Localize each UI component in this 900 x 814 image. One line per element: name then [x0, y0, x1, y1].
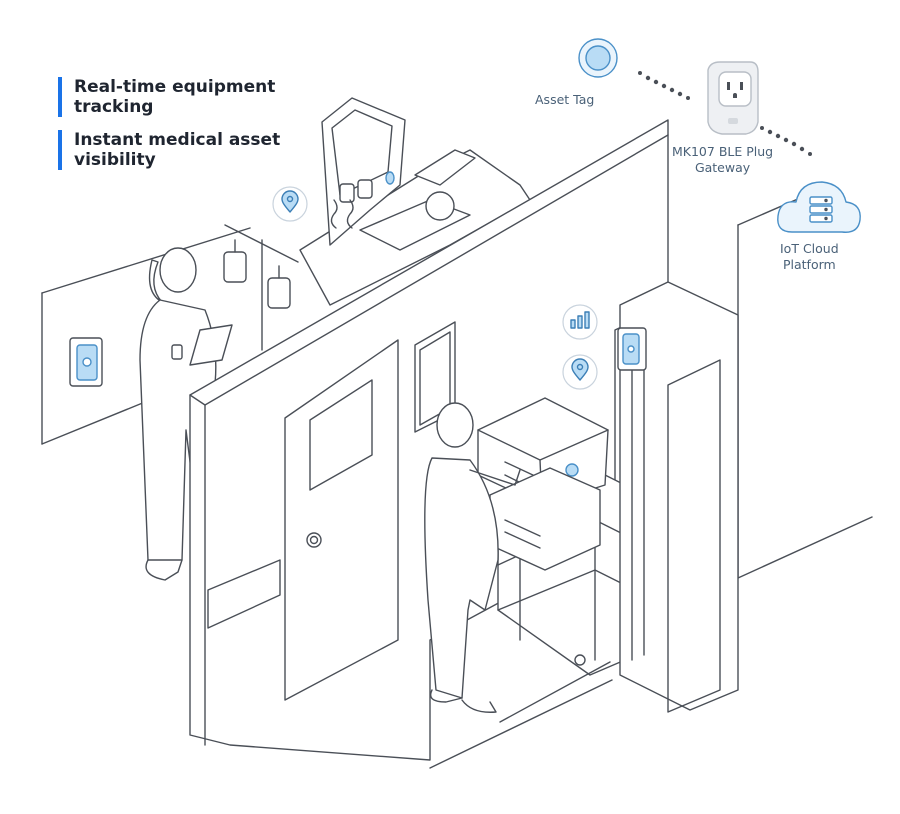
right-wall [737, 184, 873, 579]
floor-lines [429, 661, 613, 769]
asset-tag-label: Asset Tag [535, 92, 594, 108]
asset-tag-label-text: Asset Tag [535, 92, 595, 107]
feature-line: visibility [74, 150, 156, 170]
cloud-label-line: IoT Cloud [780, 241, 839, 256]
patient-head [425, 191, 455, 221]
asset-tag-icon [578, 38, 618, 78]
plug-gateway-icon [617, 327, 647, 371]
gateway-label-line: Gateway [694, 160, 751, 175]
iv-stand [223, 224, 299, 351]
cloud-label: IoT Cloud Platform [780, 241, 839, 273]
gateway-label-line: MK107 BLE Plug [672, 144, 774, 159]
right-doorway [619, 281, 739, 713]
feature-line: Instant medical asset [74, 130, 281, 150]
hospital-bed [299, 149, 531, 306]
cloud-label-line: Platform [782, 257, 836, 272]
cloud-server-icon [777, 181, 861, 233]
room-door [207, 339, 399, 701]
feature-line: Real-time equipment [74, 77, 276, 97]
signal-dots [638, 71, 812, 156]
location-pin-icon [272, 186, 308, 222]
doctor-figure [424, 402, 521, 713]
location-pin-icon [562, 354, 598, 390]
feature-line: tracking [74, 97, 154, 117]
bar-chart-icon [562, 304, 598, 340]
feature-asset-visibility: Instant medical asset visibility [58, 130, 304, 170]
gateway-label: MK107 BLE Plug Gateway [672, 144, 773, 176]
plug-gateway-icon [707, 61, 759, 135]
feature-realtime-tracking: Real-time equipment tracking [58, 77, 304, 117]
plug-gateway-icon [69, 337, 103, 387]
back-wall [41, 227, 251, 445]
patient-monitor [321, 97, 406, 246]
